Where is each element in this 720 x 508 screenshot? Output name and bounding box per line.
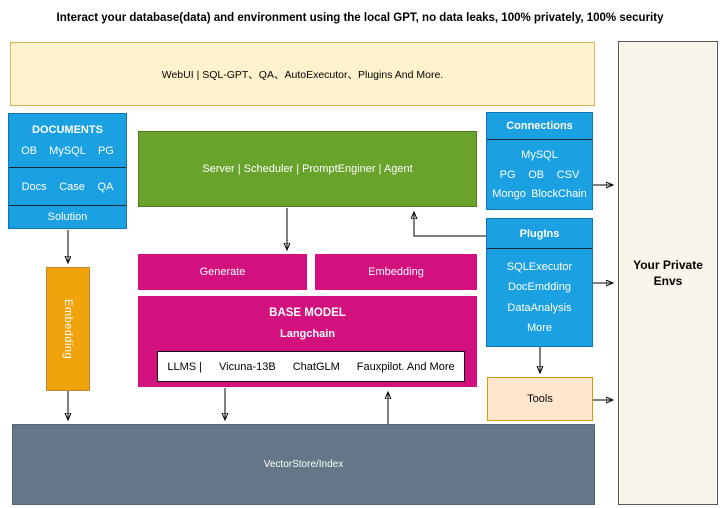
documents-item-solution: Solution [47, 211, 88, 224]
embedding-box: Embedding [315, 254, 477, 290]
webui-banner-label: WebUI | SQL-GPT、QA、AutoExecutor、Plugins … [161, 68, 444, 81]
connections-item-pg: PG [499, 168, 516, 181]
connections-item-blockchain: BlockChain [531, 187, 587, 200]
connections-item-mongo: Mongo [492, 187, 526, 200]
connections-item-csv: CSV [556, 168, 580, 181]
private-envs-label: Your Private Envs [633, 257, 703, 288]
server-box-label: Server | Scheduler | PromptEnginer | Age… [202, 163, 413, 175]
documents-row-2: Docs Case QA [9, 181, 126, 193]
documents-item-case: Case [59, 180, 85, 193]
server-box: Server | Scheduler | PromptEnginer | Age… [138, 131, 477, 207]
llms-box: LLMS | Vicuna-13B ChatGLM Fauxpilot. And… [157, 351, 465, 382]
documents-item-qa: QA [97, 180, 114, 193]
connections-row-2: PG OB CSV [487, 169, 592, 181]
arrow-plugins-to-server [414, 213, 486, 237]
plugins-item-more: More [526, 322, 553, 335]
tools-box: Tools [487, 377, 593, 421]
generate-label: Generate [199, 266, 246, 278]
diagram-title: Interact your database(data) and environ… [56, 12, 664, 24]
documents-section-2: Docs Case QA [9, 167, 126, 205]
llms-item-llms: LLMS | [167, 360, 203, 373]
llms-item-chatglm: ChatGLM [292, 360, 340, 373]
webui-banner: WebUI | SQL-GPT、QA、AutoExecutor、Plugins … [10, 42, 595, 106]
documents-header: DOCUMENTS [32, 123, 103, 136]
plugins-header: PlugIns [487, 219, 592, 249]
documents-item-mysql: MySQL [49, 145, 86, 158]
documents-item-docs: Docs [21, 180, 47, 193]
embedding-pipeline-box: Embedding [46, 267, 90, 391]
vector-store-label: VectorStore/Index [263, 459, 344, 470]
plugins-item-docemdding: DocEmdding [508, 281, 571, 294]
generate-box: Generate [138, 254, 307, 290]
documents-item-pg: PG [97, 145, 114, 158]
documents-section-1: DOCUMENTS OB MySQL PG [9, 114, 126, 167]
documents-section-3: Solution [9, 205, 126, 228]
connections-body: MySQL PG OB CSV Mongo BlockChain [487, 140, 592, 209]
connections-header: Connections [487, 113, 592, 140]
connections-row-1: MySQL [487, 149, 592, 161]
documents-row-1: OB MySQL PG [9, 145, 126, 157]
plugins-item-dataanalysis: DataAnalysis [507, 301, 572, 314]
connections-item-mysql: MySQL [521, 149, 558, 162]
vector-store-panel: VectorStore/Index [12, 424, 595, 505]
plugins-item-sqlexecutor: SQLExecutor [506, 260, 573, 273]
base-model-panel: BASE MODEL Langchain LLMS | Vicuna-13B C… [138, 296, 477, 387]
embedding-label: Embedding [368, 266, 424, 278]
base-model-subtitle: Langchain [279, 328, 335, 340]
base-model-title: BASE MODEL [269, 307, 346, 319]
llms-item-vicuna: Vicuna-13B [219, 360, 276, 373]
connections-panel: Connections MySQL PG OB CSV Mongo BlockC… [486, 112, 593, 210]
documents-item-ob: OB [21, 145, 38, 158]
plugins-panel: PlugIns SQLExecutor DocEmdding DataAnaly… [486, 218, 593, 347]
documents-panel: DOCUMENTS OB MySQL PG Docs Case QA Solut… [8, 113, 127, 229]
connections-row-3: Mongo BlockChain [487, 188, 592, 200]
embedding-pipeline-label: Embedding [62, 298, 74, 360]
connections-item-ob: OB [528, 168, 545, 181]
plugins-body: SQLExecutor DocEmdding DataAnalysis More [487, 249, 592, 346]
private-envs-panel: Your Private Envs [618, 41, 718, 505]
tools-label: Tools [527, 393, 553, 405]
llms-item-fauxpilot: Fauxpilot. And More [356, 360, 455, 373]
